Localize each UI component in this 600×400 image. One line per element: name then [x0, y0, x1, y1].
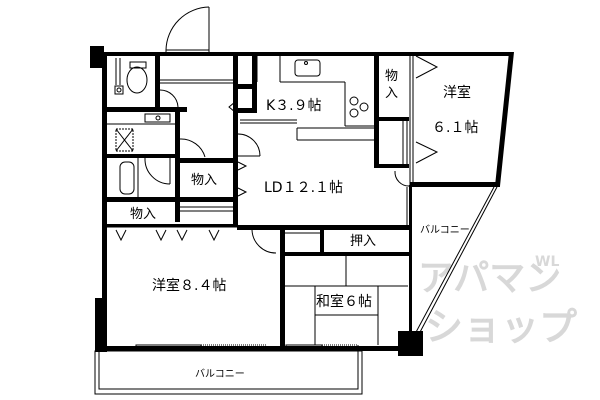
western-room-8-label: 洋室８.４帖 — [152, 277, 226, 294]
kitchen-storage-label-2: 入 — [385, 86, 398, 101]
bath-storage-label: 物入 — [130, 207, 156, 222]
east-balcony-label: バルコニー — [420, 224, 470, 236]
western-room-6-size: ６.１帖 — [432, 120, 478, 136]
entry-door — [165, 6, 210, 55]
kitchen-storage-label-1: 物 — [385, 69, 398, 84]
kitchen-label: K３.９帖 — [266, 98, 322, 114]
toilet-bowl — [126, 66, 148, 94]
japanese-room-label: 和室６帖 — [316, 293, 372, 310]
room-labels: K３.９帖 LD１２.１帖 洋室 ６.１帖 洋室８.４帖 和室６帖 物 入 物入… — [130, 69, 478, 380]
western-room-6-name: 洋室 — [443, 84, 471, 101]
watermark-line1: アパマン — [418, 258, 561, 299]
hall-storage-label: 物入 — [191, 173, 217, 188]
watermark-line2: ショップ — [425, 305, 577, 349]
fixtures — [94, 55, 498, 395]
ld-label: LD１２.１帖 — [264, 180, 343, 196]
toilet-tank — [129, 61, 147, 69]
watermark-suffix: WL — [535, 254, 559, 270]
closet-label: 押入 — [350, 234, 376, 249]
interior-walls — [107, 56, 411, 350]
south-balcony-label: バルコニー — [195, 368, 245, 380]
watermark: アパマン ショップ WL — [418, 254, 577, 349]
